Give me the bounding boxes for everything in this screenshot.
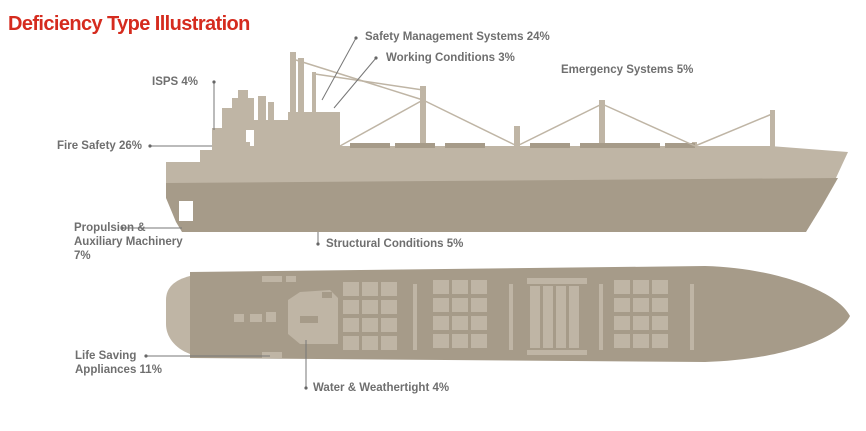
label-emergency-systems: Emergency Systems 5%	[561, 64, 694, 76]
label-safety-management: Safety Management Systems 24%	[365, 31, 550, 43]
label-fire-safety: Fire Safety 26%	[57, 140, 143, 152]
label-propulsion-line3: 7%	[74, 250, 91, 262]
label-water-weathertight: Water & Weathertight 4%	[313, 382, 450, 394]
label-life-saving-line2: Appliances 11%	[75, 364, 162, 376]
label-propulsion-line2: Auxiliary Machinery	[74, 236, 183, 248]
ship-top-view	[166, 266, 850, 362]
hull-upper	[166, 142, 848, 185]
label-propulsion: Propulsion & Auxiliary Machinery 7%	[74, 221, 183, 263]
label-isps: ISPS 4%	[152, 76, 199, 88]
stern-box	[177, 199, 195, 223]
leader-lines	[122, 37, 377, 388]
label-life-saving: Life Saving Appliances 11%	[75, 349, 162, 377]
diagram-title: Deficiency Type Illustration	[8, 13, 250, 35]
label-working-conditions: Working Conditions 3%	[386, 52, 515, 64]
label-life-saving-line1: Life Saving	[75, 350, 137, 362]
label-propulsion-line1: Propulsion &	[74, 222, 146, 234]
ship-side-view	[166, 52, 848, 232]
hull-lower	[166, 178, 838, 232]
label-structural-conditions: Structural Conditions 5%	[326, 238, 464, 250]
